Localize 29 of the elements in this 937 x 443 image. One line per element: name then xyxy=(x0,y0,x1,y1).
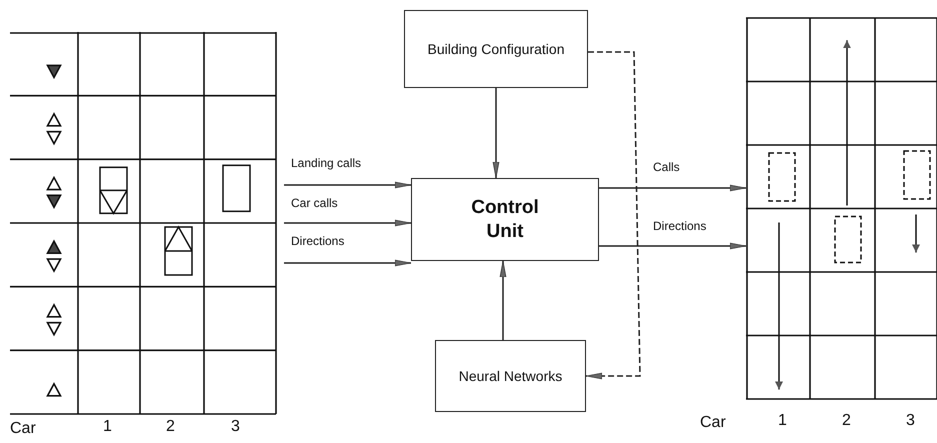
process-box xyxy=(435,340,586,412)
arrow xyxy=(500,260,506,340)
elevator-shaft-grid-drawing xyxy=(10,32,277,414)
edge-label: Car calls xyxy=(290,196,339,210)
edge-label: Directions xyxy=(652,219,708,233)
node-text: Neural Networks xyxy=(458,366,562,386)
dashed-arrow xyxy=(586,51,641,380)
process-box xyxy=(411,178,599,261)
car-number: 2 xyxy=(166,418,175,436)
node-text: Building Configuration xyxy=(428,40,564,58)
arrow xyxy=(599,242,746,250)
node-text: Control Unit xyxy=(470,196,540,244)
arrow xyxy=(284,220,412,226)
car-number: 2 xyxy=(842,412,851,430)
edge-label: Landing calls xyxy=(290,156,362,170)
arrow xyxy=(284,182,412,188)
edge-label: Directions xyxy=(290,234,346,248)
arrow xyxy=(492,88,500,178)
car-number: 3 xyxy=(906,412,915,430)
axis-label: Car xyxy=(10,420,36,438)
axis-label: Car xyxy=(700,414,726,432)
car-number: 3 xyxy=(231,418,240,436)
elevator-shaft-grid-drawing xyxy=(746,18,937,399)
arrow xyxy=(599,184,746,192)
process-box xyxy=(404,10,588,88)
edge-label: Calls xyxy=(652,160,681,174)
arrow xyxy=(284,260,412,266)
car-number: 1 xyxy=(778,412,787,430)
car-number: 1 xyxy=(103,418,112,436)
